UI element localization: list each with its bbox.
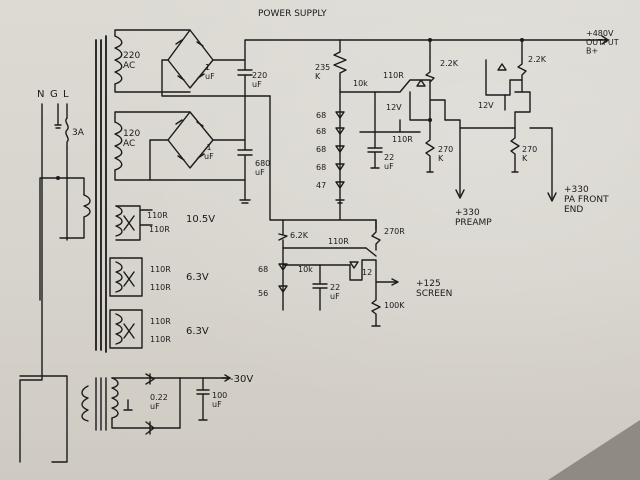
divider-10k-label: 10k bbox=[353, 79, 368, 88]
line-label: L bbox=[63, 89, 69, 100]
transformer-core bbox=[95, 35, 107, 431]
reg2-zener-label: 12V bbox=[478, 101, 494, 110]
reg2-r-label: 2.2K bbox=[528, 55, 547, 64]
screen-zener-label: 12 bbox=[362, 268, 372, 277]
heater-windings: 110R 110R 10.5V 110R 110R 6.3V 110R 110R… bbox=[109, 205, 215, 349]
screen-110r-label: 110R bbox=[328, 237, 349, 246]
screen-100k-label: 100K bbox=[384, 301, 405, 310]
heater-2-voltage: 6.3V bbox=[186, 272, 209, 283]
heater-r5-label: 110R bbox=[150, 317, 171, 326]
zener-1-label: 68 bbox=[316, 111, 326, 120]
screen-z56-label: 56 bbox=[258, 289, 268, 298]
reg1-zener-label: 12V bbox=[386, 103, 402, 112]
screen-270r-label: 270R bbox=[384, 227, 405, 236]
reg1-110r-b-label: 110R bbox=[392, 135, 413, 144]
zener-2-label: 68 bbox=[316, 127, 326, 136]
heater-r3-label: 110R bbox=[150, 265, 171, 274]
tabletop-edge bbox=[548, 420, 640, 480]
reg1-110r-label: 110R bbox=[383, 71, 404, 80]
screen-62k-label: 6.2K bbox=[290, 231, 309, 240]
heater-r4-label: 110R bbox=[150, 283, 171, 292]
zener-5-label: 47 bbox=[316, 181, 326, 190]
heater-1-voltage: 10.5V bbox=[186, 214, 215, 225]
fuse-label: 3A bbox=[72, 128, 85, 138]
screen-10k-label: 10k bbox=[298, 265, 313, 274]
heater-r1-label: 110R bbox=[147, 211, 168, 220]
schematic-title: POWER SUPPLY bbox=[258, 9, 327, 19]
reg1-r-label: 2.2K bbox=[440, 59, 459, 68]
zener-3-label: 68 bbox=[316, 145, 326, 154]
zener-4-label: 68 bbox=[316, 163, 326, 172]
screen-z68-label: 68 bbox=[258, 265, 268, 274]
bias-output-label: -30V bbox=[230, 374, 253, 385]
heater-r2-label: 110R bbox=[149, 225, 170, 234]
primary-coil-lower bbox=[81, 385, 89, 422]
heater-r6-label: 110R bbox=[150, 335, 171, 344]
neutral-label: N bbox=[37, 89, 44, 100]
mains-input: N G L 3A bbox=[19, 89, 91, 463]
heater-3-voltage: 6.3V bbox=[186, 326, 209, 337]
ground-label: G bbox=[50, 89, 58, 100]
